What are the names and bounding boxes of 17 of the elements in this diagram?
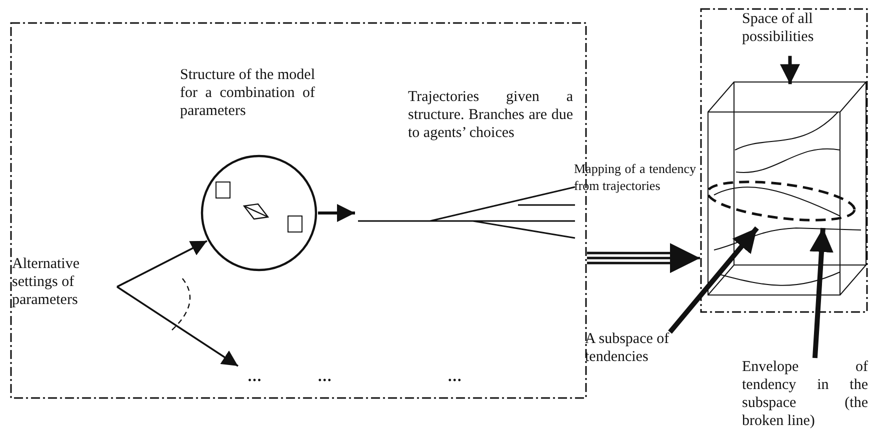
label-text: A subspace of tendencies	[585, 330, 700, 372]
arrow	[780, 56, 800, 84]
label-text: Space of all possibilities	[742, 10, 857, 55]
circle-caption: Structure of the model for a combination of parameters	[180, 66, 315, 120]
label-text: Alternative settings of parameters	[12, 255, 112, 315]
ellipsis-text: ...	[240, 368, 270, 390]
trajectory-caption: Trajectories given a structure. Branches are due to agents’ choices	[408, 88, 573, 142]
ellipsis-text: ...	[448, 368, 462, 386]
arrow	[318, 204, 355, 222]
arrow	[116, 286, 238, 367]
label-text: Envelope of tendency in the subspace (the broken line)	[742, 358, 868, 438]
edge-label: Mapping of a tendency from trajectories	[574, 160, 696, 194]
arrow	[586, 243, 702, 274]
arrow	[810, 228, 834, 358]
arrow	[668, 226, 759, 334]
ellipsis-text: ...	[318, 368, 332, 386]
arrow	[116, 240, 208, 288]
